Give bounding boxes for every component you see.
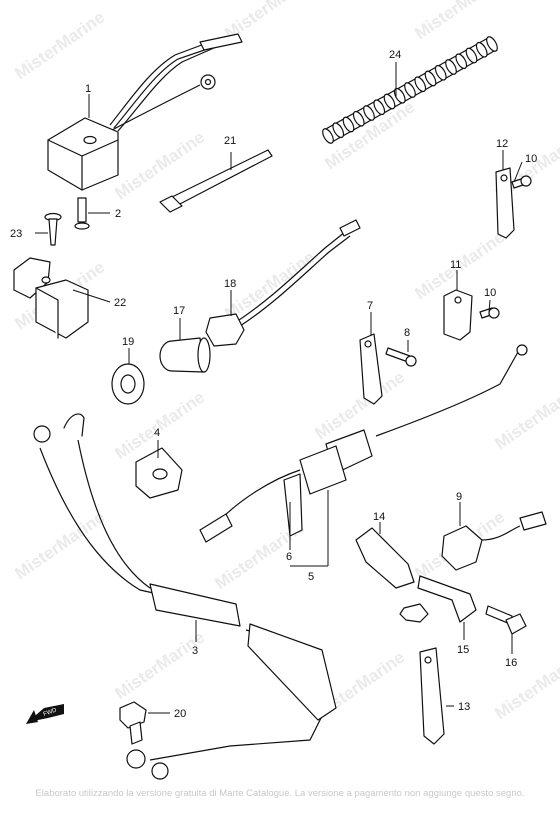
- callout-13: 13: [458, 701, 470, 713]
- callout-3: 3: [192, 645, 198, 657]
- part-18-cord[interactable]: [205, 219, 361, 347]
- spiral-coil: [383, 93, 396, 110]
- callout-18: 18: [224, 278, 236, 290]
- part-24-spiral-wrap[interactable]: [321, 35, 500, 145]
- part-16-bolt[interactable]: [485, 605, 527, 635]
- part-13-strap[interactable]: [419, 647, 445, 745]
- part-7-strap[interactable]: [359, 333, 383, 405]
- callout-7: 7: [367, 300, 373, 312]
- part-3-main-harness[interactable]: [33, 413, 337, 780]
- spiral-coil: [342, 116, 355, 133]
- callouts: 1 2 3 4 5 6 7 8 9 10 10 11 12 13 14 15 1…: [10, 49, 537, 720]
- callout-10-lower: 10: [484, 287, 496, 299]
- watermark-text: MisterMarine: [11, 8, 108, 84]
- watermark-text: MisterMarine: [491, 648, 560, 724]
- part-14-bracket[interactable]: [355, 527, 415, 589]
- part-8-screw[interactable]: [385, 347, 417, 367]
- callout-1: 1: [85, 83, 91, 95]
- watermark-text: MisterMarine: [411, 0, 508, 43]
- callout-16: 16: [505, 657, 517, 669]
- callout-9: 9: [456, 491, 462, 503]
- callout-22: 22: [114, 297, 126, 309]
- spiral-coil: [465, 47, 478, 64]
- callout-24: 24: [389, 49, 401, 61]
- callout-14: 14: [373, 511, 385, 523]
- spiral-coil: [414, 76, 427, 93]
- spiral-coil: [424, 70, 437, 87]
- spiral-coil: [486, 36, 498, 52]
- part-15-bracket[interactable]: [399, 575, 477, 623]
- part-4-grommet[interactable]: [135, 447, 183, 499]
- callout-23: 23: [10, 228, 22, 240]
- spiral-coil: [445, 59, 457, 75]
- spiral-coil: [434, 64, 447, 81]
- part-17-socket[interactable]: [159, 337, 211, 373]
- callout-21: 21: [224, 135, 236, 147]
- callout-11: 11: [450, 259, 461, 271]
- spiral-coil: [363, 105, 375, 121]
- spiral-coil: [475, 41, 488, 58]
- footer-note: Elaborato utilizzando la versione gratui…: [35, 788, 525, 799]
- callout-10-upper: 10: [525, 153, 537, 165]
- callout-2: 2: [115, 208, 121, 220]
- part-11-clamp[interactable]: [443, 289, 473, 341]
- part-22-holder[interactable]: [13, 257, 89, 339]
- callout-5: 5: [308, 571, 314, 583]
- callout-15: 15: [457, 644, 469, 656]
- callout-19: 19: [122, 336, 134, 348]
- callout-12: 12: [496, 138, 508, 150]
- callout-6: 6: [286, 551, 292, 563]
- fwd-label: FWD: [43, 707, 59, 718]
- callout-20: 20: [174, 708, 186, 720]
- callout-8: 8: [404, 327, 410, 339]
- callout-17: 17: [173, 305, 185, 317]
- fwd-arrow: FWD: [26, 704, 64, 724]
- leader-lines: [35, 62, 523, 714]
- watermark-text: MisterMarine: [491, 378, 560, 454]
- spiral-coil: [404, 82, 416, 98]
- spiral-coil: [332, 122, 345, 139]
- part-1-regulator[interactable]: [47, 33, 243, 191]
- part-5-harness[interactable]: [199, 344, 528, 543]
- spiral-coil: [373, 99, 386, 116]
- spiral-coil: [455, 53, 468, 70]
- part-10-screw-upper[interactable]: [511, 175, 532, 189]
- watermark-text: MisterMarine: [11, 508, 108, 584]
- part-2-screw[interactable]: [74, 197, 90, 230]
- watermark-text: MisterMarine: [111, 628, 208, 704]
- spiral-coil: [322, 128, 334, 144]
- part-19-grommet[interactable]: [111, 363, 145, 405]
- part-9-sensor[interactable]: [441, 511, 547, 571]
- part-12-strap[interactable]: [495, 167, 515, 239]
- part-21-cable-tie[interactable]: [159, 149, 273, 213]
- part-10-screw-lower[interactable]: [479, 307, 500, 319]
- part-23-screw[interactable]: [44, 212, 62, 246]
- part-20-bolt[interactable]: [119, 701, 147, 745]
- spiral-coil: [352, 110, 365, 127]
- callout-4: 4: [154, 427, 160, 439]
